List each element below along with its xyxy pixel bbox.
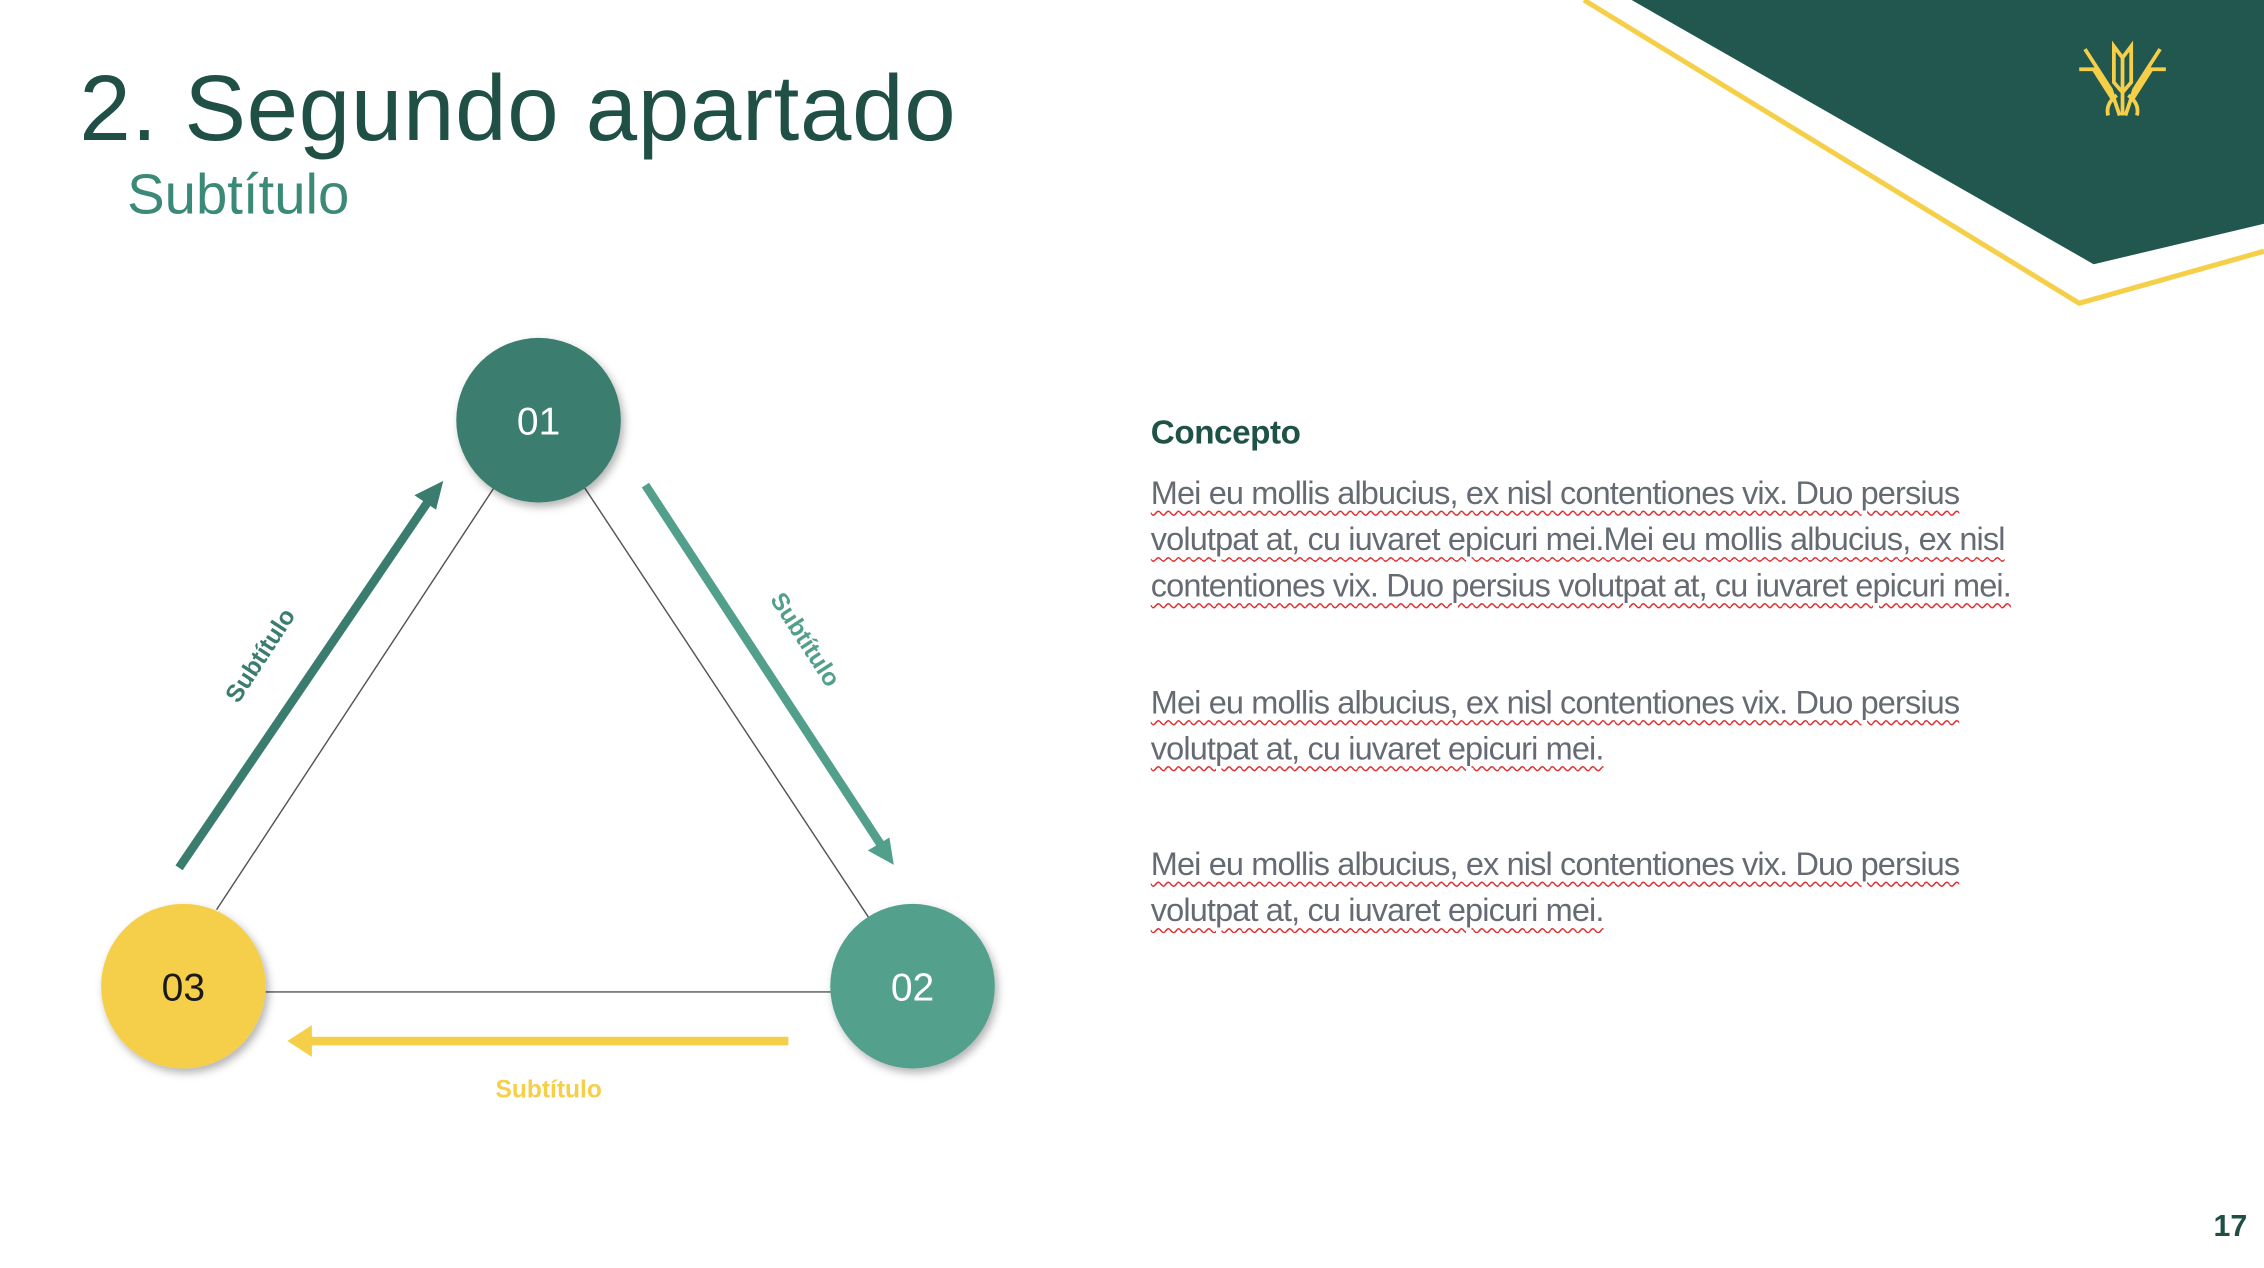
node-03-label: 03 [162,967,205,1010]
page-title: 2. Segundo apartado [79,56,957,161]
node-01-label: 01 [517,401,560,444]
arrow-02-to-03 [287,1025,789,1057]
paragraph-line: volutpat at, cu iuvaret epicuri mei.Mei … [1150,521,2006,558]
page-subtitle: Subtítulo [127,164,350,227]
paragraph-line: Mei eu mollis albucius, ex nisl contenti… [1150,475,1960,512]
paragraph-line: volutpat at, cu iuvaret epicuri mei. [1150,730,1605,767]
arrow-01-to-02 [641,482,894,865]
connector-01-03 [215,487,495,911]
page-number: 17 [2213,1209,2248,1244]
arrow-03-to-01 [175,480,444,871]
arrow-label-bottom: Subtítulo [496,1076,602,1103]
node-01: 01 [456,337,621,503]
wheat-logo-icon [2079,40,2166,117]
paragraph-line: contentiones vix. Duo persius volutpat a… [1150,567,2012,604]
paragraph-line: Mei eu mollis albucius, ex nisl contenti… [1150,684,1960,721]
corner-accent-line [1582,0,2264,306]
corner-banner [1631,0,2264,265]
paragraph-line: volutpat at, cu iuvaret epicuri mei. [1150,892,1605,929]
paragraph: Mei eu mollis albucius, ex nisl contenti… [1150,842,1960,934]
paragraph: Mei eu mollis albucius, ex nisl contenti… [1150,680,1960,772]
node-02: 02 [830,903,995,1069]
concept-heading: Concepto [1150,412,1301,451]
connector-01-02 [584,487,870,919]
arrow-label-left: Subtítulo [221,604,302,708]
node-02-label: 02 [891,967,934,1010]
arrow-label-right: Subtítulo [765,588,846,692]
paragraph: Mei eu mollis albucius, ex nisl contenti… [1150,471,2012,610]
node-03: 03 [101,903,266,1069]
paragraph-line: Mei eu mollis albucius, ex nisl contenti… [1150,846,1960,883]
